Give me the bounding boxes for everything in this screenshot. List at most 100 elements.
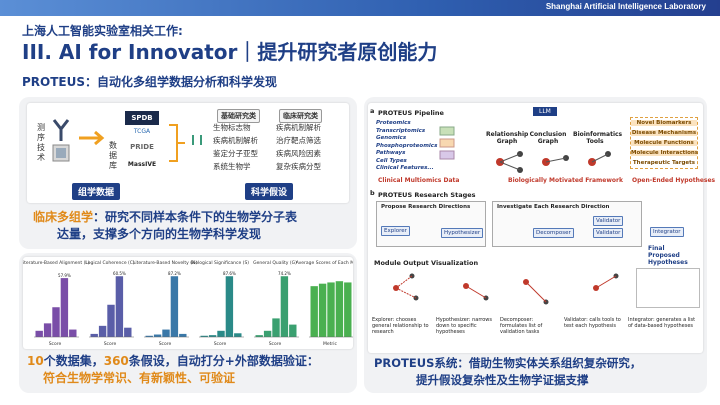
clinical-research-header: 临床研究类 [279,109,322,123]
omics-item: Cell Types [376,157,407,164]
omics-diagram: 测序技术 数据库 SPDB TCGA PRIDE MassIVE 组学数据 基础… [27,103,349,203]
basic-research-header: 基础研究类 [217,109,260,123]
chart-top-label: 87.2% [168,271,181,276]
chart-bar [327,282,335,337]
relationship-graph-label: Relationship Graph [486,131,529,145]
hypothesis-item: Molecule Interactions [631,150,699,156]
summary-line2: 提升假设复杂性及生物学证据支撑 [416,373,589,387]
stack-icon [439,126,455,160]
chart-bar [179,333,187,337]
spdb-logo: SPDB [125,111,159,125]
omics-item: Transcriptomics [376,127,426,134]
massive-logo: MassIVE [127,161,157,168]
omics-list: Proteomics Transcriptomics Genomics Phos… [376,120,437,173]
chart-bar [52,307,60,337]
desc-prefix: 临床多组学 [33,210,94,224]
validator-node: Validator [593,228,624,238]
proteus-figure: a PROTEUS Pipeline Proteomics Transcript… [368,103,715,353]
chart-top-label: 87.6% [223,271,236,276]
investigate-box: Investigate Each Research Direction Deco… [492,201,642,247]
chart-bar [200,335,208,337]
top-banner: Shanghai Artificial Intelligence Laborat… [0,0,720,16]
section-a-label: a [370,107,375,115]
sequencing-chip-icon [52,144,70,162]
chart-bar [289,324,297,337]
chart-bar [124,327,132,337]
clinical-item: 复杂疾病分型 [276,162,321,171]
chart-bar [90,333,98,337]
hypothesis-count: 360 [103,354,129,368]
pride-logo: PRIDE [130,143,154,151]
clinical-item: 疾病机制解析 [276,123,321,132]
explorer-node: Explorer [381,226,410,236]
hypothesis-item: Novel Biomarkers [631,120,697,126]
chart-title: Literature-Based Novelty (N) [133,260,198,266]
framework-label: Biologically Motivated Framework [508,177,623,184]
chart-bar [98,325,107,337]
clinical-research-list: 疾病机制解析 治疗靶点筛选 疾病风险因素 复杂疾病分型 [276,121,321,173]
clinical-item: 治疗靶点筛选 [276,136,321,145]
chart-bar [60,278,69,337]
sequencing-label: 测序技术 [37,123,45,162]
evaluation-summary: 10个数据集，360条假设，自动打分+外部数据验证： 符合生物学常识、有新颖性、… [27,353,319,387]
investigate-label: Investigate Each Research Direction [497,204,610,210]
clinical-item: 疾病风险因素 [276,149,321,158]
flask-icon [192,135,202,145]
omics-description: 临床多组学：研究不同样本条件下的生物学分子表 达量，支撑多个方向的生物学科学发现 [33,209,297,243]
propose-box: Propose Research Directions Explorer Hyp… [376,201,486,247]
summary-line1: PROTEUS系统：借助生物实体关系组织复杂研究， [374,356,642,370]
graph-nodes-icon [496,151,611,173]
hypothesis-item: Molecule Functions [631,140,697,146]
lab-name: Shanghai Artificial Intelligence Laborat… [545,2,706,11]
omics-item: Phosphoproteomics [376,142,438,149]
chart-bar [208,335,217,337]
hypothesis-tag: 科学假设 [245,183,294,200]
desc-line2: 达量，支撑多个方向的生物学科学发现 [57,227,262,241]
charts-svg: Literature-Based Alignment (L)57.9%Score… [20,260,364,347]
chart-title: Logical Coherence (C) [85,260,135,266]
evaluation-panel: Literature-Based Alignment (L)57.9%Score… [19,253,365,393]
chart-title: General Quality (G) [253,260,297,266]
validator-node: Validator [593,216,624,226]
chart-bar [153,334,162,337]
proteus-panel: a PROTEUS Pipeline Proteomics Transcript… [364,97,715,393]
basic-item: 疾病机制解析 [213,136,258,145]
module-title: Module Output Visualization [374,259,479,267]
chart-bar [107,304,115,337]
summary-text: 条假设，自动打分+外部数据验证： [128,354,319,368]
decomposer-desc: Decomposer: formulates list of validatio… [500,317,543,335]
chart-xlabel: Score [159,341,172,347]
decomposer-node: Decomposer [533,228,574,238]
propose-label: Propose Research Directions [381,204,471,210]
dataset-count: 10 [27,354,44,368]
omics-item: Genomics [376,135,407,141]
explorer-desc: Explorer: chooses general relationship t… [372,317,429,335]
chart-title: Biological Significance (S) [191,260,249,266]
chart-bar [310,286,318,337]
basic-item: 生物标志物 [213,123,251,132]
chart-bar [272,318,280,337]
omics-item: Clinical Features... [376,165,434,171]
section-b-label: b [370,189,375,197]
chart-title: Average Scores of Each Metric [296,260,353,266]
legend-box [636,268,700,308]
module-graph-icon [393,273,619,305]
chart-bar [318,283,327,337]
chart-bar [162,329,170,337]
chart-bar [225,276,234,337]
chart-bar [115,276,124,337]
open-ended-label: Open-Ended Hypotheses [632,177,716,184]
clinical-data-label: Clinical Multiomics Data [378,177,460,184]
omics-item: Pathways [376,150,406,156]
score-charts: Literature-Based Alignment (L)57.9%Score… [20,257,365,349]
pipeline-title: PROTEUS Pipeline [378,109,444,117]
hypothesizer-desc: Hypothesizer: narrows down to specific h… [436,317,492,335]
section-subtitle: PROTEUS：自动化多组学数据分析和科学发现 [22,75,278,89]
chart-bar [255,335,263,337]
chart-bar [69,329,77,337]
hypothesis-item: Therapeutic Targets [632,160,696,166]
integrator-desc: Integrator: generates a list of data-bas… [628,317,696,329]
integrator-node: Integrator [650,227,684,237]
chart-bar [234,333,242,337]
basic-item: 系统生物学 [213,162,251,171]
